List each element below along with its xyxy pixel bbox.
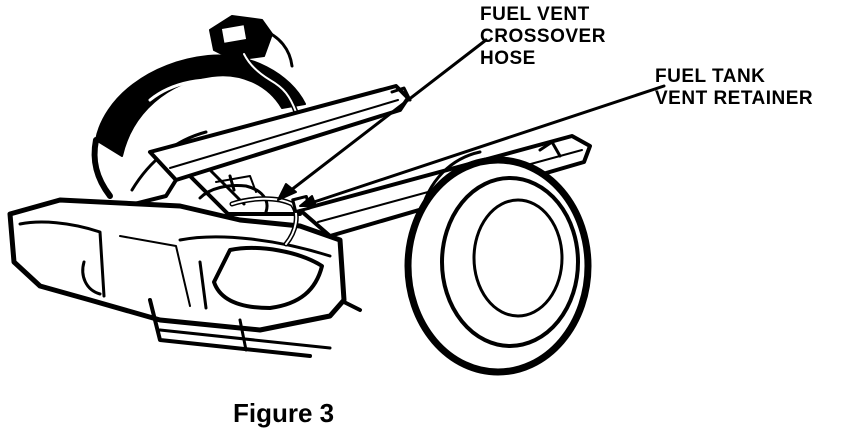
leader-crossover-hose xyxy=(277,38,488,201)
figure-caption: Figure 3 xyxy=(233,398,335,428)
callout-line: CROSSOVER xyxy=(480,26,606,47)
front-tire xyxy=(404,150,592,376)
vapor-canister xyxy=(209,15,299,115)
callout-line: FUEL VENT xyxy=(480,4,590,25)
callout-fuel-vent-crossover-hose: FUEL VENT CROSSOVER HOSE xyxy=(480,4,606,70)
fuel-tank xyxy=(7,197,347,333)
callout-fuel-tank-vent-retainer: FUEL TANK VENT RETAINER xyxy=(655,66,813,110)
callout-line: HOSE xyxy=(480,48,536,69)
vent-crossover-hose xyxy=(229,196,299,247)
tank-straps xyxy=(148,298,332,358)
fuel-filler-area xyxy=(198,174,269,214)
callout-line: FUEL TANK xyxy=(655,66,766,87)
callout-line: VENT RETAINER xyxy=(655,88,814,109)
leader-vent-retainer xyxy=(299,84,666,207)
frame-rail-left xyxy=(116,84,412,210)
